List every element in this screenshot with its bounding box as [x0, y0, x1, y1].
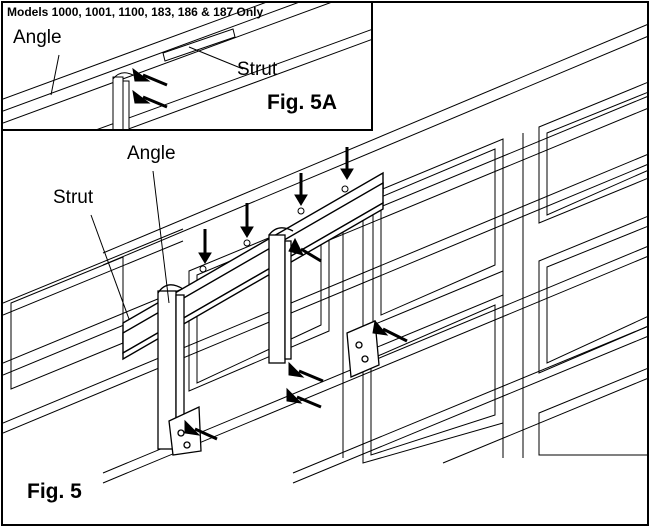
door-section-lines: [3, 24, 647, 484]
main-figure-caption: Fig. 5: [27, 480, 82, 503]
angle-leader-line: [152, 170, 170, 304]
inset-arrow-icons: [132, 67, 168, 109]
inset-strut-label: Strut: [237, 59, 278, 80]
inset-figure-caption: Fig. 5A: [267, 91, 338, 114]
inset-illustration: [3, 3, 371, 129]
inset-angle-label: Angle: [13, 27, 62, 48]
strut-leader-line: [90, 214, 130, 320]
angle-brackets: [157, 227, 294, 450]
inset-models-title: Models 1000, 1001, 1100, 183, 186 & 187 …: [7, 5, 264, 19]
main-strut-label: Strut: [53, 187, 94, 208]
bolts: [199, 185, 349, 273]
strut-bar: [122, 171, 384, 361]
main-angle-label: Angle: [127, 143, 176, 164]
arrow-icons: [184, 147, 408, 441]
inset-figure: Models 1000, 1001, 1100, 183, 186 & 187 …: [3, 3, 373, 131]
door-assembly-illustration: [3, 24, 647, 484]
